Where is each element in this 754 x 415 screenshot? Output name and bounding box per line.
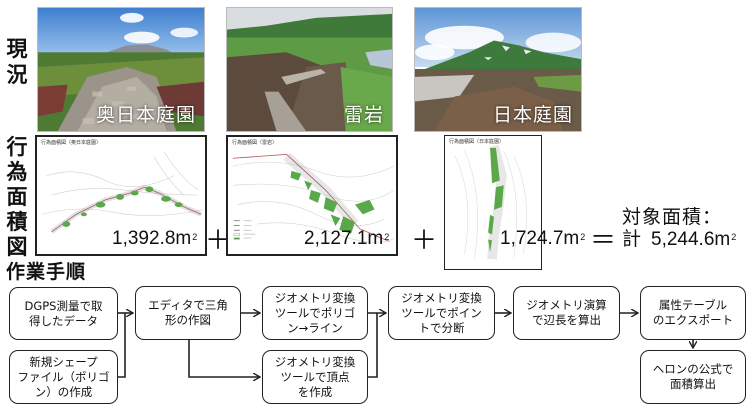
step-editor-triangle: エディタで三角 形の作図 [135,286,241,340]
map-drawing [454,144,527,260]
area-map-kaminari-iwa: 行為面積図（雷岩） [226,135,398,256]
step-split-by-point: ジオメトリ変換 ツールでポイン トで分断 [388,286,495,340]
step-label: DGPS測量で取 得したデータ [24,298,103,328]
rocky-trail-photo-image [38,8,204,131]
total-unit-superscript: 2 [731,232,737,242]
step-polygon-to-line: ジオメトリ変換 ツールでポリゴ ン→ライン [262,286,368,340]
total-area-value: 計 5,244.6m2 [622,228,736,251]
mountain-photo-image [415,8,581,131]
plus-operator-2: ＋ [411,226,438,256]
area-unit: m [563,228,580,249]
photo-nihon-teien: 日本庭園 [414,7,582,132]
area-unit-superscript: 2 [384,232,390,242]
area-number: 1,392.8 [112,228,176,249]
label-area-map-text: 行為面積図 [6,135,28,259]
label-area-map: 行為面積図 [6,135,32,260]
photo-caption: 日本庭園 [492,104,573,126]
area-value-oku-nihon-teien: 1,392.8m2 [112,228,197,250]
total-area-label: 対象面積： [622,206,723,228]
total-unit: m [714,229,731,250]
step-dgps-data: DGPS測量で取 得したデータ [9,287,118,340]
equals-operator: ＝ [590,226,617,256]
total-number: 5,244.6 [651,229,715,250]
area-number: 1,724.7 [500,228,564,249]
label-current-state: 現況 [6,36,32,88]
total-prefix: 計 [622,228,642,250]
step-edge-length: ジオメトリ演算 で辺長を算出 [513,286,620,340]
area-map-nihon-teien: 行為面積図（日本庭園） [444,135,542,270]
step-label: ジオメトリ変換 ツールでポリゴ ン→ライン [274,290,356,335]
boardwalk-photo-image [227,8,392,131]
area-unit-superscript: 2 [580,232,586,242]
step-label: ジオメトリ変換 ツールで頂点 を作成 [274,354,356,399]
photo-caption: 雷岩 [343,104,384,126]
area-value-nihon-teien: 1,724.7m2 [500,228,585,250]
step-label: ジオメトリ変換 ツールでポイン トで分断 [401,290,482,335]
map-title: 行為面積図（奥日本庭園） [41,140,102,146]
step-label: エディタで三角 形の作図 [148,298,228,327]
step-new-shapefile: 新規シェープ ファイル（ポリゴ ン）の作成 [9,350,118,404]
area-number: 2,127.1 [304,228,368,249]
step-heron-area: ヘロンの公式で 面積算出 [640,350,746,404]
step-label: ジオメトリ演算 で辺長を算出 [526,298,607,327]
label-current-state-text: 現況 [6,37,28,87]
map-drawing [41,151,204,234]
map-title: 行為面積図（日本庭園） [449,139,505,145]
workflow-title: 作業手順 [6,261,87,283]
map-legend [233,220,256,240]
area-unit-superscript: 2 [192,232,198,242]
map-drawing [232,152,395,243]
step-label: 属性テーブル のエクスポート [652,298,734,327]
photo-kaminari-iwa: 雷岩 [226,7,393,132]
step-create-vertices: ジオメトリ変換 ツールで頂点 を作成 [262,350,368,404]
photo-oku-nihon-teien: 奥日本庭園 [37,7,205,132]
step-label: 新規シェープ ファイル（ポリゴ ン）の作成 [17,354,110,399]
step-label: ヘロンの公式で 面積算出 [652,362,734,391]
photo-caption: 奥日本庭園 [95,104,196,126]
area-value-kaminari-iwa: 2,127.1m2 [304,228,389,250]
map-title: 行為面積図（雷岩） [232,140,278,146]
step-export-table: 属性テーブル のエクスポート [640,286,746,340]
area-map-oku-nihon-teien: 行為面積図（奥日本庭園） [35,135,207,256]
area-unit: m [367,228,384,249]
area-unit: m [175,228,192,249]
